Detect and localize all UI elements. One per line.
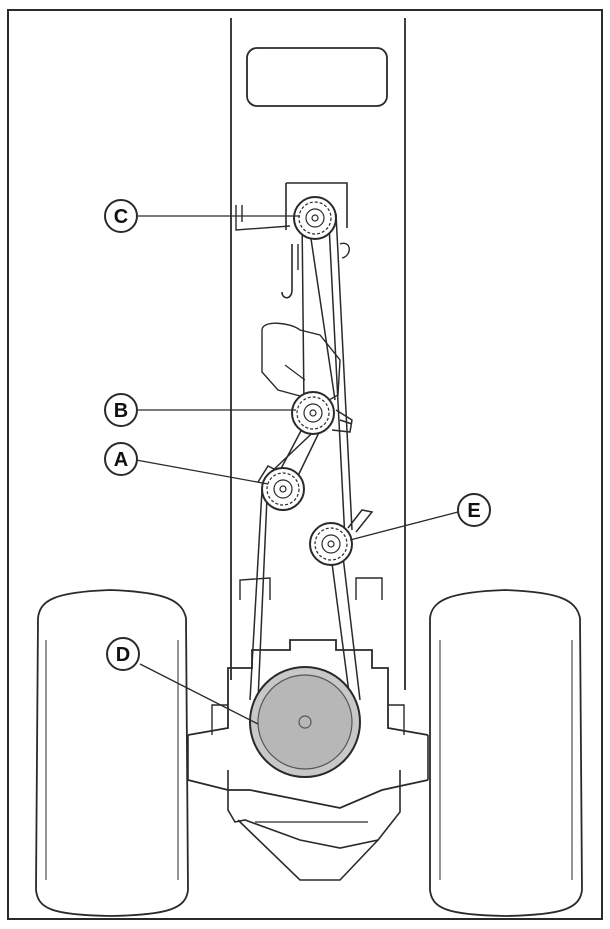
callout-d-label: D	[116, 644, 130, 666]
drive-belt	[249, 204, 361, 701]
callout-e: E	[457, 493, 491, 527]
idler-brackets	[257, 409, 374, 533]
pulley-b	[291, 391, 335, 435]
callout-c-label: C	[114, 206, 128, 228]
callout-e-label: E	[467, 500, 480, 522]
diagram-border	[7, 9, 603, 920]
pulley-c	[293, 196, 337, 240]
pulley-d	[249, 666, 361, 778]
callout-b-label: B	[114, 400, 128, 422]
callout-c: C	[104, 199, 138, 233]
callout-leaders	[135, 215, 459, 725]
left-wheel	[35, 589, 189, 917]
pulley-a	[261, 467, 305, 511]
pulley-e	[309, 522, 353, 566]
callout-d: D	[106, 637, 140, 671]
frame-slot	[246, 47, 388, 107]
callout-a-label: A	[114, 449, 128, 471]
callout-b: B	[104, 393, 138, 427]
callout-a: A	[104, 442, 138, 476]
mower-frame	[187, 18, 429, 881]
right-wheel	[429, 589, 583, 917]
